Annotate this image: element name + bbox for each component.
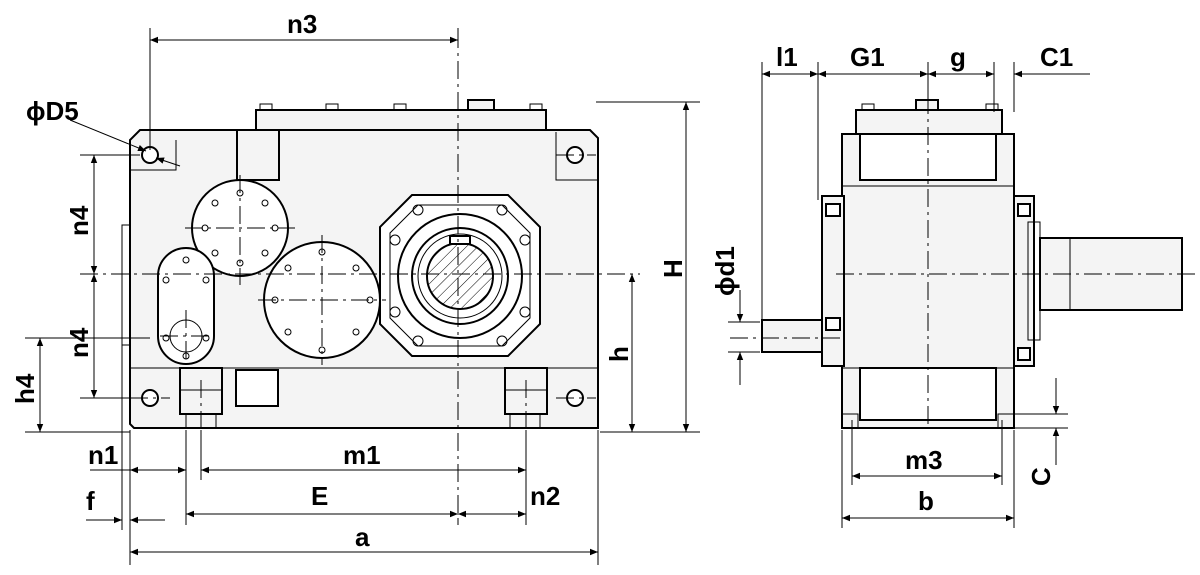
label-n4-lower: n4 (64, 327, 94, 358)
label-l1: l1 (776, 42, 798, 72)
side-view (730, 96, 1195, 429)
label-n1: n1 (88, 440, 118, 470)
front-view (80, 30, 640, 525)
label-h: h (604, 346, 634, 362)
inspection-cover-oval (157, 247, 215, 365)
top-vent-plug (467, 99, 495, 111)
label-d1: ϕd1 (710, 246, 740, 296)
label-m1: m1 (343, 440, 381, 470)
label-E: E (311, 481, 328, 511)
side-dimensions (728, 62, 1090, 528)
label-f: f (86, 486, 95, 516)
input-shaft (761, 319, 823, 353)
label-n3: n3 (287, 9, 317, 39)
label-n4-upper: n4 (64, 205, 94, 236)
label-n2: n2 (530, 481, 560, 511)
label-h4: h4 (10, 373, 40, 404)
label-m3: m3 (905, 445, 943, 475)
output-hollow-shaft (426, 242, 494, 310)
label-C1: C1 (1040, 42, 1073, 72)
front-dimensions (25, 28, 700, 565)
label-d5: ϕD5 (26, 96, 79, 126)
label-a: a (355, 522, 370, 552)
label-g: g (950, 42, 966, 72)
label-G1: G1 (850, 42, 885, 72)
label-b: b (918, 486, 934, 516)
label-H: H (658, 259, 688, 278)
label-C: C (1026, 467, 1056, 486)
top-cover (255, 109, 547, 133)
